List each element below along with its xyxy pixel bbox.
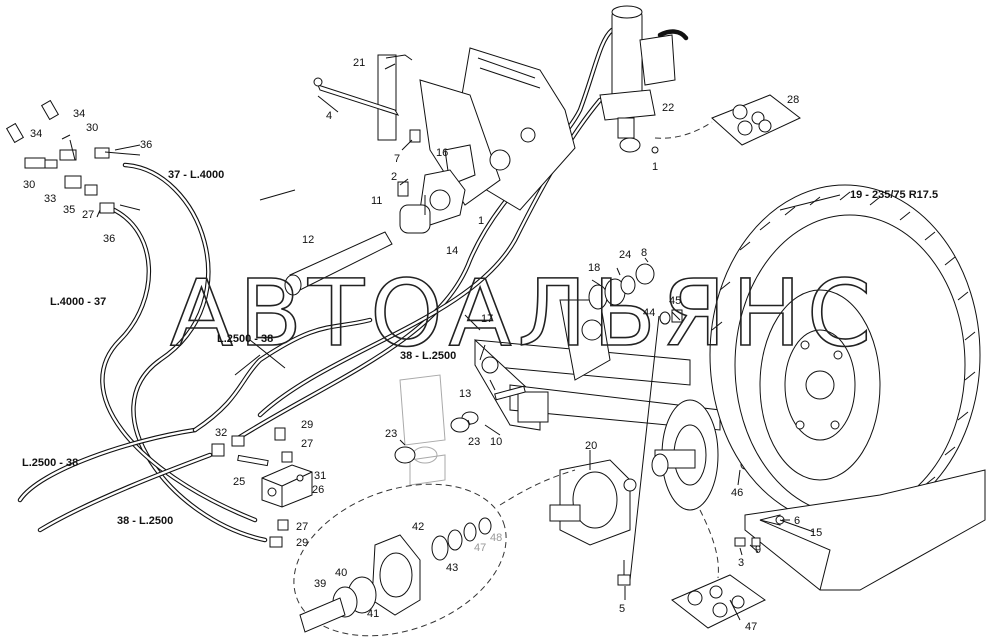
valve-block: [211, 427, 313, 548]
label-22: 22: [662, 102, 674, 114]
label-37-length-alt: L.4000 - 37: [50, 296, 106, 308]
label-19-tire-size: 19 - 235/75 R17.5: [850, 189, 938, 201]
label-36-lower: 36: [103, 233, 115, 245]
label-1-center: 1: [478, 215, 484, 227]
label-26: 26: [312, 484, 324, 496]
label-28: 28: [787, 94, 799, 106]
leader-lines: [61, 63, 841, 621]
label-23-left: 23: [385, 428, 397, 440]
label-3: 3: [738, 557, 744, 569]
label-29-upper: 29: [301, 419, 313, 431]
label-6: 6: [794, 515, 800, 527]
label-47-ghost: 47: [474, 542, 486, 554]
label-14: 14: [446, 245, 458, 257]
exploded-hub-detail: [293, 469, 576, 637]
label-5: 5: [619, 603, 625, 615]
label-17: 17: [481, 313, 493, 325]
label-12: 12: [302, 234, 314, 246]
label-7: 7: [394, 153, 400, 165]
label-30-upper: 30: [86, 122, 98, 134]
lift-cylinder: [599, 5, 676, 154]
label-11: 11: [371, 195, 382, 207]
label-38-length-c: L.2500 - 38: [22, 457, 78, 469]
label-40: 40: [335, 567, 347, 579]
label-36-upper: 36: [140, 139, 152, 151]
axle-beam: [399, 299, 721, 486]
label-32: 32: [215, 427, 227, 439]
watermark-text: АВТОАЛЬЯНС: [170, 260, 877, 367]
label-27-left: 27: [82, 209, 94, 221]
wheel-hub: [549, 399, 750, 546]
label-20: 20: [585, 440, 597, 452]
seal-kits: [654, 94, 801, 629]
label-38-length-a: L.2500 - 38: [217, 333, 273, 345]
label-8: 8: [641, 247, 647, 259]
label-37-length: 37 - L.4000: [168, 169, 224, 181]
label-30-lower: 30: [23, 179, 35, 191]
label-16: 16: [436, 147, 448, 159]
label-10: 10: [490, 436, 502, 448]
label-38-length-d: 38 - L.2500: [117, 515, 173, 527]
label-25: 25: [233, 476, 245, 488]
label-9: 9: [755, 544, 761, 556]
left-fittings: [5, 99, 141, 214]
label-29-lower: 29: [296, 537, 308, 549]
label-41: 41: [367, 608, 379, 620]
label-15: 15: [810, 527, 822, 539]
label-13: 13: [459, 388, 471, 400]
label-44: 44: [643, 307, 655, 319]
bearing-set: [394, 263, 683, 464]
label-27-lower: 27: [296, 521, 308, 533]
label-45: 45: [669, 295, 681, 307]
label-34-upper: 34: [73, 108, 85, 120]
label-38-length-b: 38 - L.2500: [400, 350, 456, 362]
wheel-and-tire: [709, 184, 986, 591]
label-24: 24: [619, 249, 631, 261]
label-23-center: 23: [468, 436, 480, 448]
label-48-ghost: 48: [490, 532, 502, 544]
label-43: 43: [446, 562, 458, 574]
label-35: 35: [63, 204, 75, 216]
label-1-right: 1: [652, 161, 658, 173]
label-4: 4: [326, 110, 332, 122]
label-27-upper: 27: [301, 438, 313, 450]
mount-bracket: [284, 47, 576, 296]
callout-labels: 34 30 34 36 30 33 35 27 36 37 - L.4000 L…: [22, 57, 938, 633]
label-42: 42: [412, 521, 424, 533]
label-21: 21: [353, 57, 365, 69]
label-34-lower: 34: [30, 128, 42, 140]
label-46: 46: [731, 487, 743, 499]
label-33: 33: [44, 193, 56, 205]
label-39: 39: [314, 578, 326, 590]
label-47: 47: [745, 621, 757, 633]
label-2: 2: [391, 171, 397, 183]
fasteners: [617, 311, 785, 586]
label-31: 31: [314, 470, 326, 482]
label-18: 18: [588, 262, 600, 274]
